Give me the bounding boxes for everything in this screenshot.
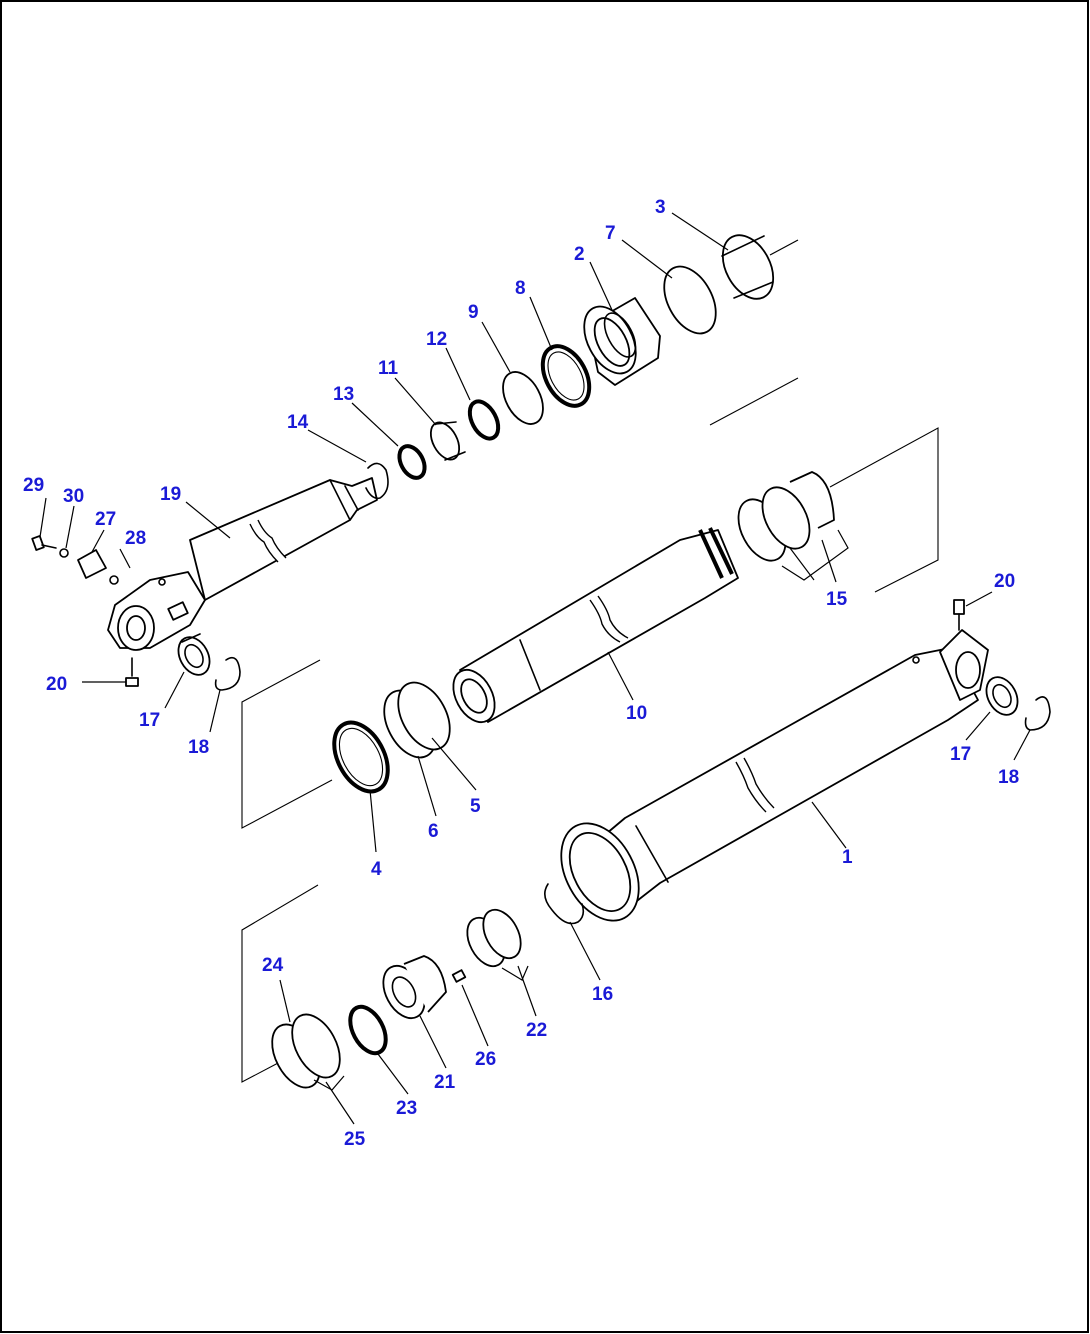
rings-24-25 bbox=[271, 1013, 341, 1089]
callout-26: 26 bbox=[475, 1049, 496, 1070]
washer-30 bbox=[59, 548, 69, 558]
callout-19: 19 bbox=[160, 484, 181, 505]
bushing-17-right bbox=[985, 676, 1019, 716]
callout-25: 25 bbox=[344, 1129, 366, 1150]
piston-rod bbox=[189, 477, 378, 601]
leader-lines bbox=[39, 212, 1031, 1125]
callout-23: 23 bbox=[396, 1098, 417, 1119]
callout-2: 2 bbox=[574, 244, 585, 265]
callout-13: 13 bbox=[333, 384, 354, 405]
callout-11: 11 bbox=[378, 358, 399, 379]
callout-18-right: 18 bbox=[998, 767, 1019, 788]
piston-rings-15 bbox=[737, 471, 835, 562]
callout-17-right: 17 bbox=[950, 744, 971, 765]
callout-18-left: 18 bbox=[188, 737, 209, 758]
piston-10 bbox=[452, 527, 739, 724]
callout-27: 27 bbox=[95, 509, 116, 530]
ring-3 bbox=[721, 234, 775, 300]
callout-labels: 3 7 2 8 9 12 11 13 14 19 29 30 27 28 20 … bbox=[23, 197, 1019, 1150]
callout-22: 22 bbox=[526, 1020, 547, 1041]
rings-4-5-6 bbox=[332, 681, 451, 794]
callout-5: 5 bbox=[470, 796, 481, 817]
bushing-17-left bbox=[177, 633, 211, 676]
snap-ring-18-right bbox=[1024, 696, 1051, 731]
set-screw-26 bbox=[451, 969, 467, 983]
callout-6: 6 bbox=[428, 821, 439, 842]
rod-eye bbox=[107, 571, 206, 651]
callout-12: 12 bbox=[426, 329, 447, 350]
callout-28: 28 bbox=[125, 528, 146, 549]
cylinder-head bbox=[583, 297, 661, 386]
callout-20-left: 20 bbox=[46, 674, 67, 695]
o-ring-7 bbox=[663, 265, 717, 335]
seal-13 bbox=[397, 444, 427, 480]
bolt-29 bbox=[31, 535, 57, 551]
snap-ring-14 bbox=[365, 462, 389, 500]
callout-30: 30 bbox=[63, 486, 84, 507]
snap-ring-16 bbox=[544, 883, 585, 925]
callout-9: 9 bbox=[468, 302, 479, 323]
guide-lines bbox=[241, 377, 939, 1083]
piston-nut-21 bbox=[382, 955, 447, 1020]
callout-24: 24 bbox=[262, 955, 284, 976]
callout-17-left: 17 bbox=[139, 710, 160, 731]
ring-9 bbox=[502, 371, 544, 425]
callout-1: 1 bbox=[842, 847, 853, 868]
callout-10: 10 bbox=[626, 703, 647, 724]
callout-14: 14 bbox=[287, 412, 309, 433]
callout-20-right: 20 bbox=[994, 571, 1015, 592]
callout-8: 8 bbox=[515, 278, 526, 299]
callout-29: 29 bbox=[23, 475, 44, 496]
callout-3: 3 bbox=[655, 197, 666, 218]
o-ring-28 bbox=[109, 575, 119, 585]
bushing-11 bbox=[429, 421, 466, 461]
rings-22 bbox=[466, 908, 522, 968]
seal-23 bbox=[348, 1004, 388, 1056]
callout-7: 7 bbox=[605, 223, 616, 244]
cylinder-tube-1 bbox=[560, 629, 989, 922]
grease-fitting-20-right bbox=[953, 599, 965, 631]
plate-27 bbox=[77, 549, 107, 579]
callout-16: 16 bbox=[592, 984, 613, 1005]
callout-15: 15 bbox=[826, 589, 848, 610]
seal-12 bbox=[467, 399, 501, 441]
callout-21: 21 bbox=[434, 1072, 456, 1093]
snap-ring-18-left bbox=[214, 656, 241, 691]
callout-4: 4 bbox=[371, 859, 382, 880]
